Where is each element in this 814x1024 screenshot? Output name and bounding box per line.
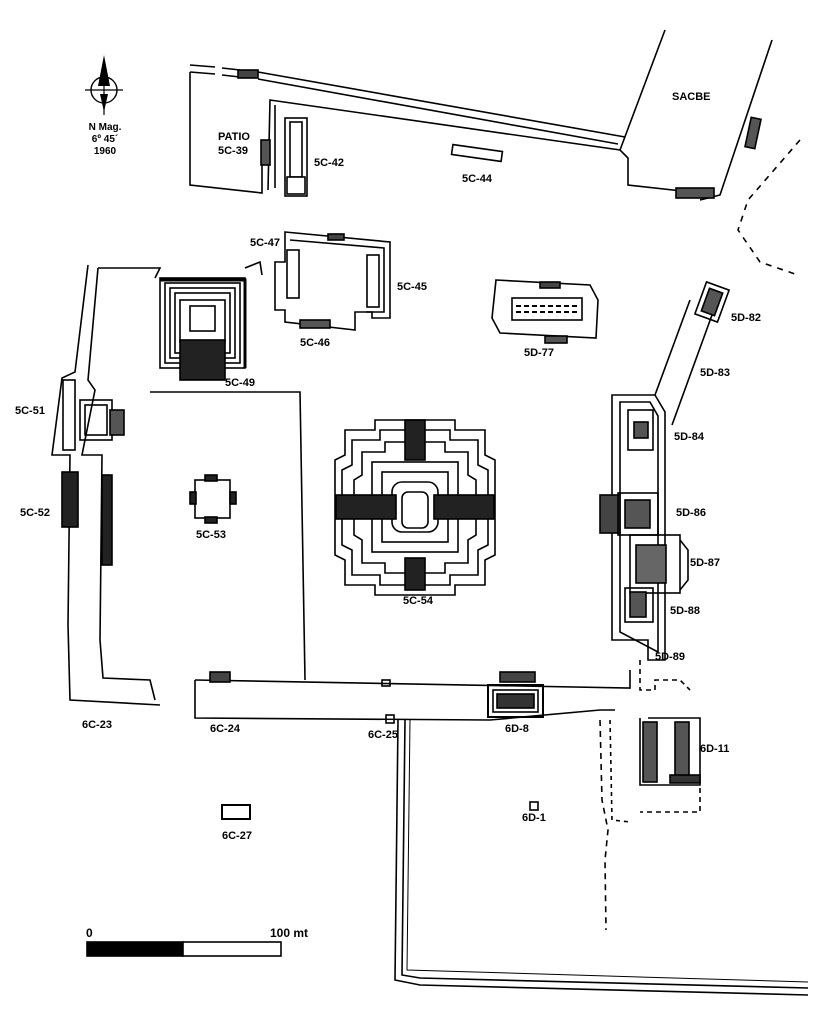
compass-north-arrow-icon: [85, 55, 123, 115]
label-6d-8: 6D-8: [505, 723, 529, 735]
plaza-walls: [150, 391, 631, 721]
structure-5c-44: [450, 143, 504, 163]
label-5c-47: 5C-47: [250, 237, 280, 249]
label-5c-44: 5C-44: [462, 173, 492, 185]
structure-6d-11: [639, 717, 701, 813]
west-wall-complex: [51, 260, 263, 706]
north-arrow-label: N Mag. 6º 45´ 1960: [70, 122, 140, 158]
label-5d-77: 5D-77: [524, 347, 554, 359]
north-label-line-3: 1960: [93, 146, 117, 157]
label-5c-54: 5C-54: [403, 595, 433, 607]
north-label-line-1: N Mag.: [88, 122, 122, 133]
label-5c-51: 5C-51: [15, 405, 45, 417]
structure-6c-25: [381, 679, 395, 724]
label-6d-11: 6D-11: [700, 743, 730, 755]
north-wall-outline: [189, 64, 701, 194]
label-patio: PATIO: [218, 131, 250, 143]
label-5c-42: 5C-42: [314, 157, 344, 169]
scale-bar: [86, 941, 282, 957]
label-5d-87: 5D-87: [690, 557, 720, 569]
structure-5c-49-pyramid: [159, 277, 247, 381]
label-5c-53: 5C-53: [196, 529, 226, 541]
sacbe-causeway: [619, 29, 801, 276]
south-causeway: [394, 719, 809, 996]
label-5d-82: 5D-82: [731, 312, 761, 324]
structure-5c-54-radial-pyramid: [334, 419, 496, 596]
structure-5c-53: [189, 474, 237, 524]
label-5c-49: 5C-49: [225, 377, 255, 389]
scale-end-label: 100 mt: [270, 926, 309, 940]
label-5d-89: 5D-89: [655, 651, 685, 663]
label-6d-1: 6D-1: [522, 812, 546, 824]
label-5c-46: 5C-46: [300, 337, 330, 349]
label-6c-25: 6C-25: [368, 729, 398, 741]
structure-5d-77: [491, 279, 599, 344]
label-6c-27: 6C-27: [222, 830, 252, 842]
label-sacbe: SACBE: [672, 91, 711, 103]
label-5d-83: 5D-83: [700, 367, 730, 379]
north-label-line-2: 6º 45´: [91, 134, 119, 145]
label-6c-24: 6C-24: [210, 723, 240, 735]
label-5d-84: 5D-84: [674, 431, 704, 443]
label-5d-88: 5D-88: [670, 605, 700, 617]
label-5c-45: 5C-45: [397, 281, 427, 293]
label-6c-23: 6C-23: [82, 719, 112, 731]
label-5c-52: 5C-52: [20, 507, 50, 519]
scale-start-label: 0: [86, 926, 93, 940]
structure-6d-1: [529, 801, 539, 811]
east-complex: [599, 280, 731, 691]
label-5c-39: 5C-39: [218, 145, 248, 157]
label-5d-86: 5D-86: [676, 507, 706, 519]
structure-6c-27: [221, 804, 251, 820]
structure-5c-42: [284, 117, 308, 197]
structure-5c-45-complex: [274, 231, 391, 331]
structure-6d-8: [487, 684, 544, 718]
